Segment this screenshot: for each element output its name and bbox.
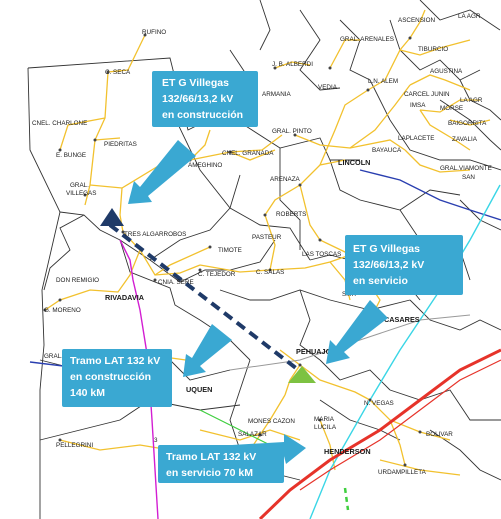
town-label-baigorrita: BAIGORRITA <box>448 120 487 127</box>
town-label-maria: MARIA <box>314 416 335 423</box>
town-label-arenales: GRAL. ARENALES <box>340 36 394 43</box>
town-label-number: 3 <box>154 437 158 444</box>
town-label-mones-cazon: MONES CAZON <box>248 418 295 425</box>
town-label-cnia-sere: CNIA. SERE <box>158 279 194 286</box>
callout-1-line3: en construcción <box>162 109 243 121</box>
town-label-san: SAN <box>462 174 475 181</box>
callout-1-line2: 132/66/13,2 kV <box>162 93 233 105</box>
town-label-zavalia: ZAVALIA <box>452 136 478 143</box>
callout-3-line2: en construcción <box>70 371 151 383</box>
town-label-carcel-junin: CARCEL JUNIN <box>404 91 450 98</box>
station-construction-marker[interactable] <box>100 208 124 226</box>
town-label-alberdi: J. B. ALBERDI <box>272 61 313 68</box>
town-label-g-moreno: G. MORENO <box>44 307 81 314</box>
town-label-c-salas: C. SALAS <box>256 269 284 276</box>
town-label-e-bunge: E. BUNGE <box>56 152 86 159</box>
town-label-trenque-lauquen: UQUEN <box>186 385 212 394</box>
callout-et-villegas-construction: ET G Villegas 132/66/13,2 kV en construc… <box>152 71 258 127</box>
callout-et-villegas-service: ET G Villegas 132/66/13,2 kV en servicio <box>345 235 463 295</box>
callout-4-line2: en servicio 70 kM <box>166 467 253 479</box>
callout-lat-service: Tramo LAT 132 kV en servicio 70 kM <box>158 445 284 483</box>
town-label-bolivar: BOLIVAR <box>426 431 453 438</box>
town-label-pehuajo: PEHUAJO <box>296 347 332 356</box>
town-label-roberts: ROBERTS <box>276 211 306 218</box>
callout-lat-construction: Tramo LAT 132 kV en construcción 140 kM <box>62 349 172 407</box>
town-labels: RUFINO C. SECA CNEL. CHARLONE E. BUNGE P… <box>32 13 492 476</box>
callout-1-line1: ET G Villegas <box>162 77 229 89</box>
town-label-pasteur: PASTEUR <box>252 234 282 241</box>
town-label-don-remigio: DON REMIGIO <box>56 277 99 284</box>
town-label-tiburcio: TIBURCIO <box>418 46 448 53</box>
town-label-gral-villegas-line2: VILLEGAS <box>66 190 96 197</box>
callout-4-line1: Tramo LAT 132 kV <box>166 451 256 463</box>
town-label-vedia: VEDIA <box>318 84 338 91</box>
callout-3-line3: 140 kM <box>70 387 105 399</box>
town-label-armania: ARMANIA <box>262 91 291 98</box>
town-label-rivadavia: RIVADAVIA <box>105 293 145 302</box>
town-label-las-toscas: LAS TOSCAS <box>302 251 341 258</box>
town-label-bayauca: BAYAUCA <box>372 147 402 154</box>
callout-2-line2: 132/66/13,2 kV <box>353 259 424 271</box>
town-label-casares: CASARES <box>384 315 420 324</box>
town-label-la-agr-top: LA AGR <box>458 13 481 20</box>
town-label-c-seca: C. SECA <box>105 69 131 76</box>
town-label-lucila: LUCILA <box>314 424 337 431</box>
town-label-c-tejedor: C. TEJEDOR <box>198 271 236 278</box>
town-label-salazar: SALAZAR <box>238 431 267 438</box>
town-label-ascension: ASCENSION <box>398 17 436 24</box>
town-label-ameghino: AMEGHINO <box>188 162 222 169</box>
town-label-timote: TIMOTE <box>218 247 242 254</box>
transmission-lines <box>29 169 501 519</box>
town-label-gral-villegas-line1: GRAL. <box>70 182 89 189</box>
town-label-n-vegas: N. VEGAS <box>364 400 394 407</box>
town-label-agustina: AGUSTINA <box>430 68 463 75</box>
town-label-tres-algarrobos: TRES ALGARROBOS <box>124 231 186 238</box>
town-label-la-agr-mid: LA AGR <box>460 97 483 104</box>
town-label-imsa: IMSA <box>410 102 426 109</box>
station-service-marker[interactable] <box>288 366 316 383</box>
town-label-cnel-charlone: CNEL. CHARLONE <box>32 120 87 127</box>
town-label-lincoln: LINCOLN <box>338 158 370 167</box>
town-label-cnel-granada: CNEL. GRANADA <box>222 150 274 157</box>
town-label-arenaza: ARENAZA <box>270 176 301 183</box>
town-label-laplacete: LAPLACETE <box>398 135 434 142</box>
town-label-gral-viamonte: GRAL.VIAMONTE <box>440 165 492 172</box>
town-label-gral-pinto: GRAL. PINTO <box>272 128 312 135</box>
town-label-morse: MORSE <box>440 105 463 112</box>
callout-2-line3: en servicio <box>353 275 408 287</box>
town-label-rufino: RUFINO <box>142 29 166 36</box>
town-label-pellegrini: PELLEGRINI <box>56 442 93 449</box>
town-label-piedritas: PIEDRITAS <box>104 141 137 148</box>
callout-3-line1: Tramo LAT 132 kV <box>70 355 160 367</box>
lat-construction-route <box>108 223 307 377</box>
callout-2-line1: ET G Villegas <box>353 243 420 255</box>
town-label-urdampilleta: URDAMPILLETA <box>378 469 427 476</box>
town-label-henderson: HENDERSON <box>324 447 371 456</box>
town-label-ln-alem: L.N. ALEM <box>368 78 398 85</box>
